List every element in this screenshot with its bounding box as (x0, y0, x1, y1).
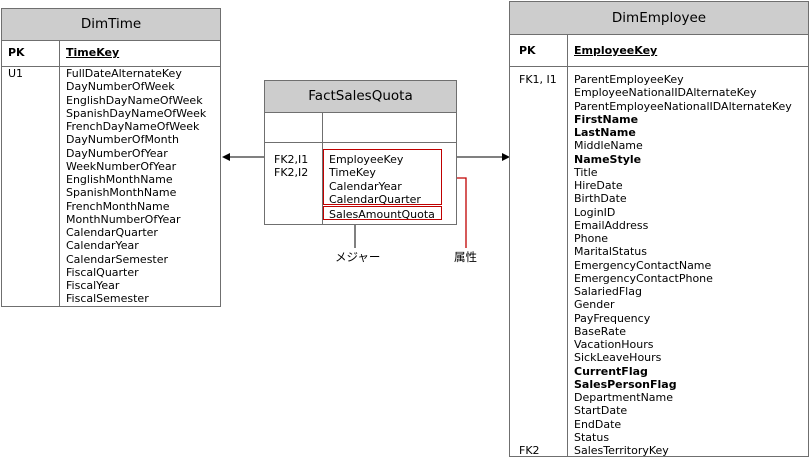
factsalesquota-measure-field: SalesAmountQuota (329, 208, 435, 221)
dimemployee-field: SickLeaveHours (574, 351, 662, 365)
dimemployee-field: EmailAddress (574, 218, 649, 232)
dimemployee-field: LastName (574, 126, 636, 139)
dimemployee-field: HireDate (574, 179, 623, 192)
dimemployee-field: SalesPersonFlag (574, 377, 677, 391)
measure-highlight-box (323, 206, 442, 220)
dimtime-field: FrenchMonthName (66, 199, 170, 213)
dimtime-field: FiscalQuarter (66, 265, 139, 279)
dimemployee-field: NameStyle (574, 152, 642, 166)
dimtime-pk-label: PK (8, 46, 25, 59)
dimemployee-field: Phone (574, 232, 609, 245)
dimemployee-field: Title (574, 165, 598, 179)
dimemployee-field: ParentEmployeeKey (574, 73, 684, 86)
attribute-label: 属性 (454, 250, 477, 264)
factsalesquota-title: FactSalesQuota (265, 81, 456, 113)
dimemployee-pk-label: PK (519, 44, 536, 57)
measure-label: メジャー (335, 250, 381, 264)
dimemployee-field: Gender (574, 298, 615, 312)
dimemployee-field: PayFrequency (574, 311, 651, 325)
dimemployee-field: BaseRate (574, 324, 627, 338)
factsalesquota-key-label-1: FK2,I1 (274, 153, 309, 166)
dimtime-field: CalendarQuarter (66, 226, 158, 239)
factsalesquota-pk-row (265, 113, 456, 142)
factsalesquota-field: EmployeeKey (329, 153, 404, 166)
dimemployee-pk-row: PK EmployeeKey (510, 35, 808, 66)
dimemployee-field: DepartmentName (574, 391, 674, 404)
dimtime-pk-field: TimeKey (66, 46, 120, 59)
dimtime-title: DimTime (2, 9, 220, 41)
dimemployee-column-divider (567, 35, 568, 456)
attribute-highlight-box (323, 149, 442, 205)
dimemployee-table: DimEmployee PK EmployeeKey FK1, I1 Paren… (509, 1, 809, 457)
dimemployee-title: DimEmployee (510, 2, 808, 35)
factsalesquota-field: TimeKey (329, 166, 376, 180)
factsalesquota-key-labels: FK2,I1 FK2,I2 (274, 153, 308, 180)
dimtime-column-divider (59, 41, 60, 306)
dimtime-field: FullDateAlternateKey (66, 67, 182, 80)
factsalesquota-column-divider (322, 113, 323, 224)
dimtime-field: DayNumberOfMonth (66, 133, 179, 147)
dimemployee-field: MiddleName (574, 139, 643, 153)
dimemployee-field: LoginID (574, 205, 616, 219)
dimtime-field: EnglishDayNameOfWeek (66, 93, 203, 107)
dimtime-field: FiscalSemester (66, 292, 149, 306)
dimtime-field: SpanishDayNameOfWeek (66, 106, 207, 120)
dimtime-field: MonthNumberOfYear (66, 212, 181, 226)
dimemployee-key-label-top: FK1, I1 (519, 73, 557, 86)
dimtime-field: EnglishMonthName (66, 173, 173, 186)
dimemployee-field: SalariedFlag (574, 285, 642, 298)
dimtime-field: CalendarSemester (66, 252, 169, 266)
factsalesquota-table: FactSalesQuota FK2,I1 FK2,I2 EmployeeKey… (264, 80, 457, 225)
dimemployee-field: StartDate (574, 404, 628, 418)
dimemployee-field: VacationHours (574, 338, 654, 351)
dimtime-field: DayNumberOfWeek (66, 80, 175, 94)
dimemployee-field: EmergencyContactName (574, 258, 712, 272)
dimtime-field: DayNumberOfYear (66, 146, 168, 160)
dimtime-key-label: U1 (8, 67, 24, 80)
dimemployee-field: Status (574, 430, 610, 444)
dimemployee-field: BirthDate (574, 192, 627, 206)
dimemployee-field: FirstName (574, 112, 639, 126)
dimemployee-field: SalesTerritoryKey (574, 444, 669, 457)
dimemployee-field: ParentEmployeeNationalIDAlternateKey (574, 99, 792, 113)
dimtime-field: FiscalYear (66, 279, 120, 292)
dimemployee-field: CurrentFlag (574, 364, 648, 378)
factsalesquota-key-label-2: FK2,I2 (274, 166, 309, 180)
dimtime-field: FrenchDayNameOfWeek (66, 120, 200, 133)
dimemployee-field: MaritalStatus (574, 245, 647, 259)
factsalesquota-field: CalendarYear (329, 179, 402, 193)
dimtime-pk-row: PK TimeKey (2, 41, 220, 66)
dimemployee-key-label-bottom: FK2 (519, 444, 540, 457)
dimtime-table: DimTime PK TimeKey U1 FullDateAlternateK… (1, 8, 221, 307)
dimemployee-field: EmployeeNationalIDAlternateKey (574, 86, 757, 100)
dimemployee-field: EndDate (574, 417, 622, 431)
dimemployee-field: EmergencyContactPhone (574, 271, 713, 285)
dimtime-field: CalendarYear (66, 239, 139, 253)
dimtime-field: WeekNumberOfYear (66, 159, 177, 173)
dimemployee-pk-field: EmployeeKey (574, 44, 658, 57)
factsalesquota-field: CalendarQuarter (329, 192, 421, 206)
dimtime-field: SpanishMonthName (66, 186, 177, 200)
